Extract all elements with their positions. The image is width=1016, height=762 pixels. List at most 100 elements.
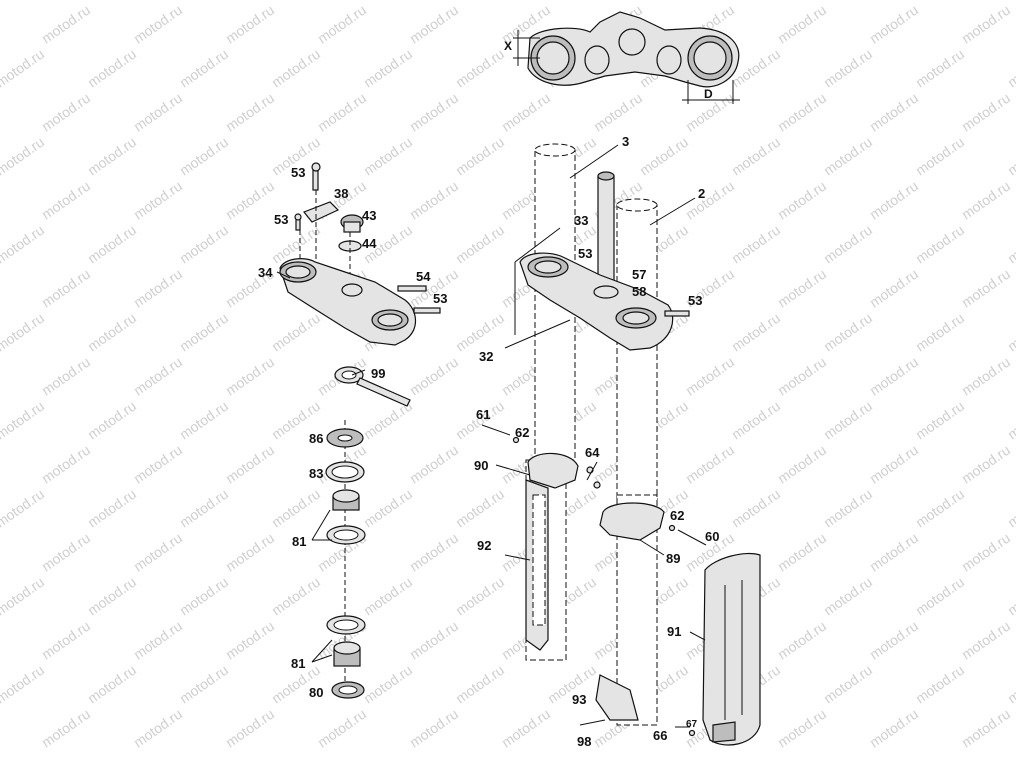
watermark-text: motod.ru xyxy=(177,0,231,2)
watermark-text: motod.ru xyxy=(453,134,507,179)
watermark-text: motod.ru xyxy=(39,354,93,399)
watermark-text: motod.ru xyxy=(775,266,829,311)
upper-clamp-assembled xyxy=(519,252,690,351)
watermark-text: motod.ru xyxy=(39,618,93,663)
watermark-text: motod.ru xyxy=(959,442,1013,487)
watermark-text: motod.ru xyxy=(591,90,645,135)
watermark-text: motod.ru xyxy=(0,0,47,2)
lower-fork-parts xyxy=(481,424,707,737)
watermark-text: motod.ru xyxy=(867,266,921,311)
watermark-text: motod.ru xyxy=(223,706,277,751)
part-label-54: 54 xyxy=(416,269,431,284)
watermark-text: motod.ru xyxy=(821,398,875,443)
part-label-53: 53 xyxy=(291,165,305,180)
watermark-text: motod.ru xyxy=(39,266,93,311)
part-label-66: 66 xyxy=(653,728,667,743)
watermark-text: motod.ru xyxy=(913,134,967,179)
part-label-53: 53 xyxy=(688,293,702,308)
part-label-98: 98 xyxy=(577,734,591,749)
part-label-53: 53 xyxy=(433,291,447,306)
part-label-81: 81 xyxy=(292,534,306,549)
watermark-text: motod.ru xyxy=(729,398,783,443)
watermark-text: motod.ru xyxy=(0,574,47,619)
watermark-text: motod.ru xyxy=(407,2,461,47)
watermark-text: motod.ru xyxy=(775,706,829,751)
part-label-33: 33 xyxy=(574,213,588,228)
watermark-text: motod.ru xyxy=(0,310,47,355)
watermark-text: motod.ru xyxy=(959,706,1013,751)
watermark-text: motod.ru xyxy=(131,618,185,663)
triple-clamp-detail xyxy=(513,11,740,104)
watermark-text: motod.ru xyxy=(821,662,875,707)
watermark-text: motod.ru xyxy=(683,354,737,399)
watermark-text: motod.ru xyxy=(775,178,829,223)
part-label-89: 89 xyxy=(666,551,680,566)
watermark-text: motod.ru xyxy=(1005,46,1016,91)
part-label-90: 90 xyxy=(474,458,488,473)
lower-triple-clamp-34 xyxy=(279,258,441,346)
watermark-text: motod.ru xyxy=(867,90,921,135)
watermark-text: motod.ru xyxy=(959,90,1013,135)
dimension-x-label: X xyxy=(504,39,512,53)
watermark-text: motod.ru xyxy=(177,310,231,355)
part-label-53: 53 xyxy=(274,212,288,227)
watermark-text: motod.ru xyxy=(85,574,139,619)
watermark-text: motod.ru xyxy=(85,0,139,2)
watermark-text: motod.ru xyxy=(361,134,415,179)
bearing-stack xyxy=(325,420,366,699)
watermark-text: motod.ru xyxy=(867,354,921,399)
watermark-text: motod.ru xyxy=(1005,398,1016,443)
watermark-text: motod.ru xyxy=(729,134,783,179)
watermark-text: motod.ru xyxy=(223,178,277,223)
watermark-text: motod.ru xyxy=(729,222,783,267)
watermark-text: motod.ru xyxy=(361,486,415,531)
watermark-text: motod.ru xyxy=(407,706,461,751)
watermark-text: motod.ru xyxy=(223,90,277,135)
watermark-text: motod.ru xyxy=(85,486,139,531)
watermark-text: motod.ru xyxy=(269,310,323,355)
watermark-text: motod.ru xyxy=(453,486,507,531)
watermark-text: motod.ru xyxy=(913,486,967,531)
watermark-text: motod.ru xyxy=(177,134,231,179)
watermark-text: motod.ru xyxy=(223,618,277,663)
watermark-text: motod.ru xyxy=(729,486,783,531)
watermark-text: motod.ru xyxy=(131,2,185,47)
watermark-text: motod.ru xyxy=(131,530,185,575)
watermark-text: motod.ru xyxy=(131,266,185,311)
part-label-99: 99 xyxy=(371,366,385,381)
watermark-text: motod.ru xyxy=(131,90,185,135)
watermark-text: motod.ru xyxy=(39,530,93,575)
watermark-text: motod.ru xyxy=(867,706,921,751)
watermark-text: motod.ru xyxy=(407,354,461,399)
watermark-text: motod.ru xyxy=(315,706,369,751)
watermark-text: motod.ru xyxy=(0,486,47,531)
watermark-text: motod.ru xyxy=(131,442,185,487)
watermark-text: motod.ru xyxy=(223,442,277,487)
part-label-3: 3 xyxy=(622,134,629,149)
watermark-text: motod.ru xyxy=(775,354,829,399)
watermark-text: motod.ru xyxy=(1005,486,1016,531)
watermark-text: motod.ru xyxy=(0,398,47,443)
watermark-text: motod.ru xyxy=(867,530,921,575)
watermark-text: motod.ru xyxy=(959,354,1013,399)
watermark-text: motod.ru xyxy=(913,398,967,443)
watermark-text: motod.ru xyxy=(913,0,967,2)
watermark-text: motod.ru xyxy=(821,574,875,619)
part-label-86: 86 xyxy=(309,431,323,446)
part-label-44: 44 xyxy=(362,236,377,251)
watermark-text: motod.ru xyxy=(407,178,461,223)
part-label-60: 60 xyxy=(705,529,719,544)
part-label-2: 2 xyxy=(698,186,705,201)
watermark-text: motod.ru xyxy=(0,662,47,707)
watermark-text: motod.ru xyxy=(821,222,875,267)
watermark-text: motod.ru xyxy=(867,2,921,47)
watermark-text: motod.ru xyxy=(1005,310,1016,355)
watermark-text: motod.ru xyxy=(85,222,139,267)
watermark-text: motod.ru xyxy=(223,530,277,575)
part-label-62: 62 xyxy=(670,508,684,523)
watermark-text: motod.ru xyxy=(959,530,1013,575)
watermark-text: motod.ru xyxy=(177,398,231,443)
watermark-text: motod.ru xyxy=(39,2,93,47)
watermark-text: motod.ru xyxy=(0,46,47,91)
watermark-text: motod.ru xyxy=(177,574,231,619)
